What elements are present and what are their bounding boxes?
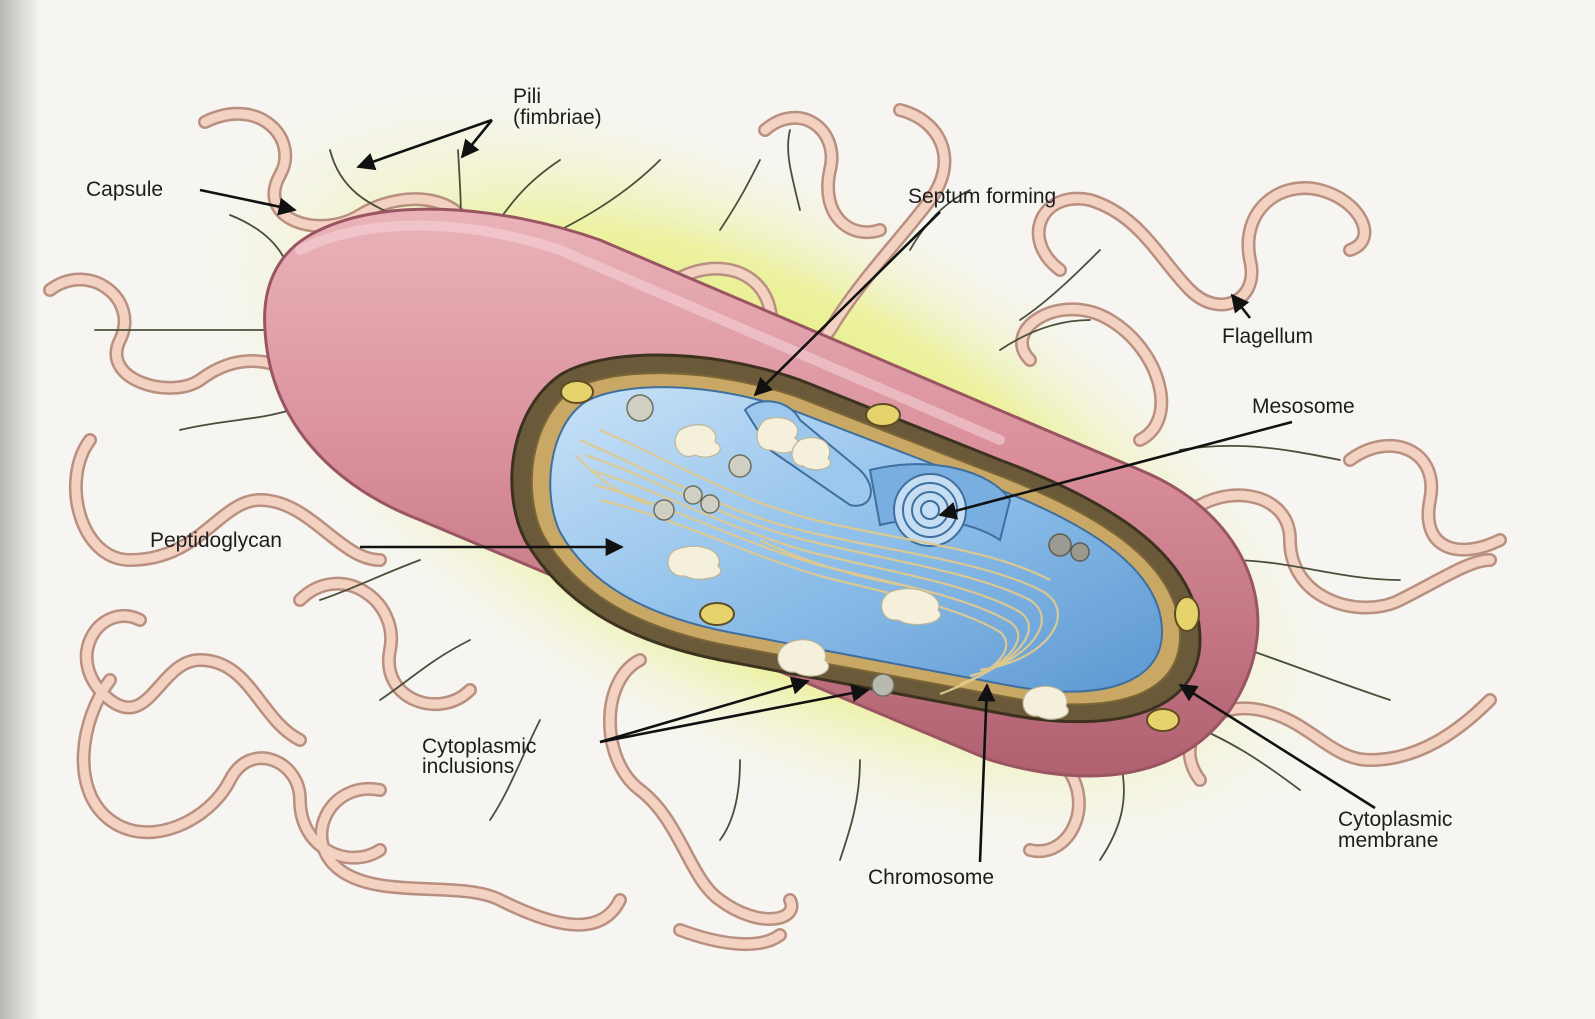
label-cytoplasmic-membrane-1: Cytoplasmic [1338,808,1452,831]
label-chromosome: Chromosome [868,866,994,889]
label-flagellum: Flagellum [1222,325,1313,348]
label-septum-forming: Septum forming [908,185,1056,208]
label-capsule: Capsule [86,178,163,201]
label-cytoplasmic-membrane-2: membrane [1338,829,1438,852]
label-cytoplasmic-inclusions-2: inclusions [422,755,514,778]
label-peptidoglycan: Peptidoglycan [150,529,282,552]
label-mesosome: Mesosome [1252,395,1355,418]
label-pili: Pili [513,85,541,108]
label-fimbriae: (fimbriae) [513,106,602,129]
page-edge-shadow [0,0,40,1019]
